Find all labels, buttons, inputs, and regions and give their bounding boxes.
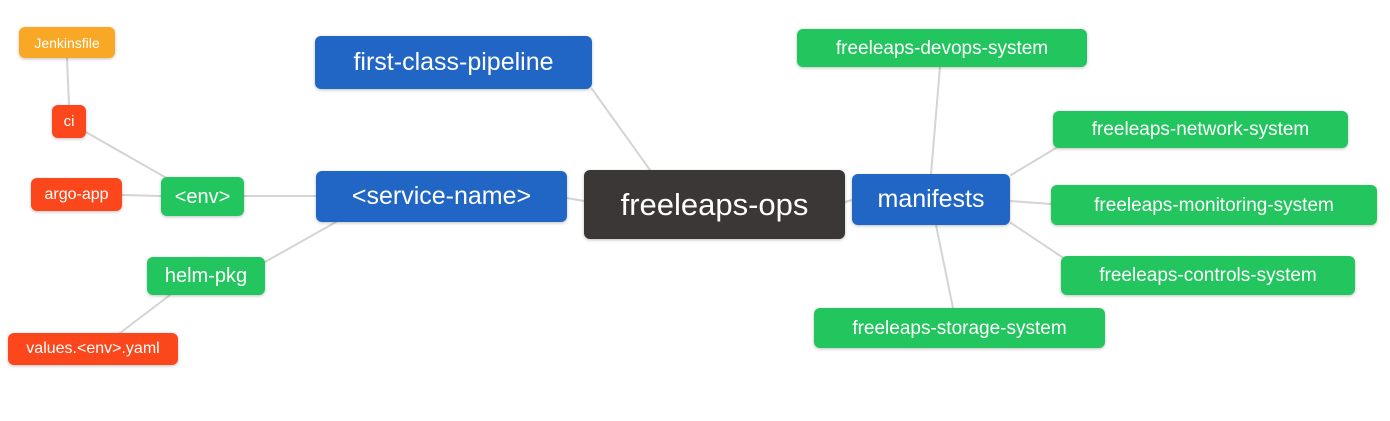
node-freeleaps-storage-system[interactable]: freeleaps-storage-system bbox=[814, 308, 1105, 348]
node-freeleaps-network-system[interactable]: freeleaps-network-system bbox=[1053, 111, 1348, 148]
node-freeleaps-monitoring-system[interactable]: freeleaps-monitoring-system bbox=[1051, 185, 1377, 225]
node-freeleaps-devops-system[interactable]: freeleaps-devops-system bbox=[797, 29, 1087, 67]
node-values-env-yaml[interactable]: values.<env>.yaml bbox=[8, 333, 178, 365]
node-jenkinsfile[interactable]: Jenkinsfile bbox=[19, 27, 115, 58]
edge-values-env-yaml--helm-pkg bbox=[119, 294, 171, 334]
edge-freeleaps-ops--manifests bbox=[844, 199, 853, 203]
edge-helm-pkg--service-name bbox=[264, 221, 337, 263]
node-freeleaps-ops[interactable]: freeleaps-ops bbox=[584, 170, 845, 239]
node-ci[interactable]: ci bbox=[52, 105, 86, 138]
edge-manifests--freeleaps-network-system bbox=[1010, 147, 1057, 176]
node-helm-pkg[interactable]: helm-pkg bbox=[147, 257, 265, 295]
edge-first-class-pipeline--freeleaps-ops bbox=[591, 88, 651, 171]
edge-manifests--freeleaps-controls-system bbox=[1010, 222, 1063, 258]
node-argo-app[interactable]: argo-app bbox=[31, 178, 122, 211]
edge-manifests--freeleaps-monitoring-system bbox=[1009, 200, 1052, 205]
node-manifests[interactable]: manifests bbox=[852, 174, 1010, 225]
edge-ci--env bbox=[83, 130, 171, 181]
edge-service-name--freeleaps-ops bbox=[566, 197, 585, 202]
edge-jenkinsfile--ci bbox=[66, 57, 70, 106]
node-first-class-pipeline[interactable]: first-class-pipeline bbox=[315, 36, 592, 89]
edge-freeleaps-devops-system--manifests bbox=[930, 66, 941, 175]
edge-manifests--freeleaps-storage-system bbox=[935, 224, 954, 309]
node-env[interactable]: <env> bbox=[161, 177, 244, 216]
edge-argo-app--env bbox=[121, 194, 162, 197]
node-freeleaps-controls-system[interactable]: freeleaps-controls-system bbox=[1061, 256, 1355, 295]
node-service-name[interactable]: <service-name> bbox=[316, 171, 567, 222]
